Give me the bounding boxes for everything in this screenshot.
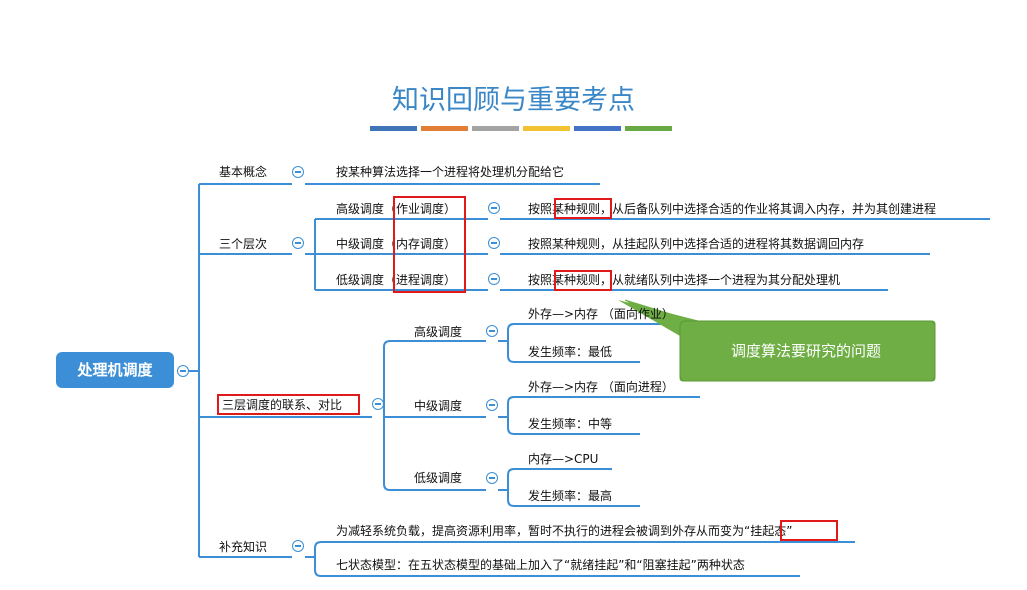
basic-concept-text: 按某种算法选择一个进程将处理机分配给它 bbox=[336, 165, 565, 179]
callout-note: 调度算法要研究的问题 bbox=[730, 342, 881, 360]
collapse-icon[interactable] bbox=[292, 237, 304, 249]
title-bar-3 bbox=[472, 126, 519, 131]
title-bar-4 bbox=[523, 126, 570, 131]
collapse-icon[interactable] bbox=[488, 273, 500, 285]
supplement-line-1: 为减轻系统负载，提高资源利用率，暂时不执行的进程会被调到外存从而变为“挂起态” bbox=[336, 524, 793, 538]
root-node[interactable]: 处理机调度 bbox=[56, 352, 174, 388]
title-bar-2 bbox=[421, 126, 468, 131]
branch-relation-label[interactable]: 三层调度的联系、对比 bbox=[222, 398, 343, 412]
highlight-box bbox=[554, 270, 612, 291]
title-bar-5 bbox=[574, 126, 621, 131]
highlight-box bbox=[217, 394, 360, 415]
collapse-icon[interactable] bbox=[292, 166, 304, 178]
collapse-icon[interactable] bbox=[488, 202, 500, 214]
level-mid-label[interactable]: 中级调度（内存调度） bbox=[336, 237, 457, 251]
relation-mid-label[interactable]: 中级调度 bbox=[414, 399, 463, 413]
level-high-detail: 按照某种规则，从后备队列中选择合适的作业将其调入内存，并为其创建进程 bbox=[528, 202, 937, 216]
title-bar-6 bbox=[625, 126, 672, 131]
branch-basic-label[interactable]: 基本概念 bbox=[219, 165, 268, 179]
collapse-icon[interactable] bbox=[486, 472, 498, 484]
highlight-box bbox=[554, 198, 612, 219]
collapse-icon[interactable] bbox=[372, 398, 384, 410]
relation-high-frequency: 发生频率：最低 bbox=[528, 345, 613, 359]
highlight-term: 某种规则 bbox=[552, 273, 601, 287]
level-mid-detail: 按照某种规则，从挂起队列中选择合适的进程将其数据调回内存 bbox=[528, 237, 865, 251]
highlight-box bbox=[393, 196, 466, 293]
collapse-icon[interactable] bbox=[488, 237, 500, 249]
branch-supplement-label[interactable]: 补充知识 bbox=[219, 540, 268, 554]
collapse-icon[interactable] bbox=[486, 325, 498, 337]
level-low-detail: 按照某种规则，从就绪队列中选择一个进程为其分配处理机 bbox=[528, 273, 841, 287]
page-title: 知识回顾与重要考点 bbox=[392, 85, 635, 116]
relation-low-frequency: 发生频率：最高 bbox=[528, 489, 613, 503]
branch-levels-label[interactable]: 三个层次 bbox=[219, 237, 268, 251]
title-bar-1 bbox=[370, 126, 417, 131]
collapse-icon[interactable] bbox=[486, 399, 498, 411]
highlight-term: 某种规则 bbox=[552, 202, 601, 216]
relation-high-direction: 外存—>内存 （面向作业） bbox=[528, 307, 674, 321]
collapse-icon[interactable] bbox=[177, 365, 189, 377]
relation-low-label[interactable]: 低级调度 bbox=[414, 471, 463, 485]
supplement-line-2: 七状态模型：在五状态模型的基础上加入了“就绪挂起”和“阻塞挂起”两种状态 bbox=[336, 558, 745, 572]
relation-mid-direction: 外存—>内存 （面向进程） bbox=[528, 380, 674, 394]
level-high-label[interactable]: 高级调度（作业调度） bbox=[336, 202, 457, 216]
relation-mid-frequency: 发生频率：中等 bbox=[528, 417, 613, 431]
highlight-box bbox=[780, 520, 838, 541]
collapse-icon[interactable] bbox=[292, 540, 304, 552]
level-low-label[interactable]: 低级调度（进程调度） bbox=[336, 273, 457, 287]
relation-high-label[interactable]: 高级调度 bbox=[414, 325, 463, 339]
relation-low-direction: 内存—>CPU bbox=[528, 452, 599, 466]
